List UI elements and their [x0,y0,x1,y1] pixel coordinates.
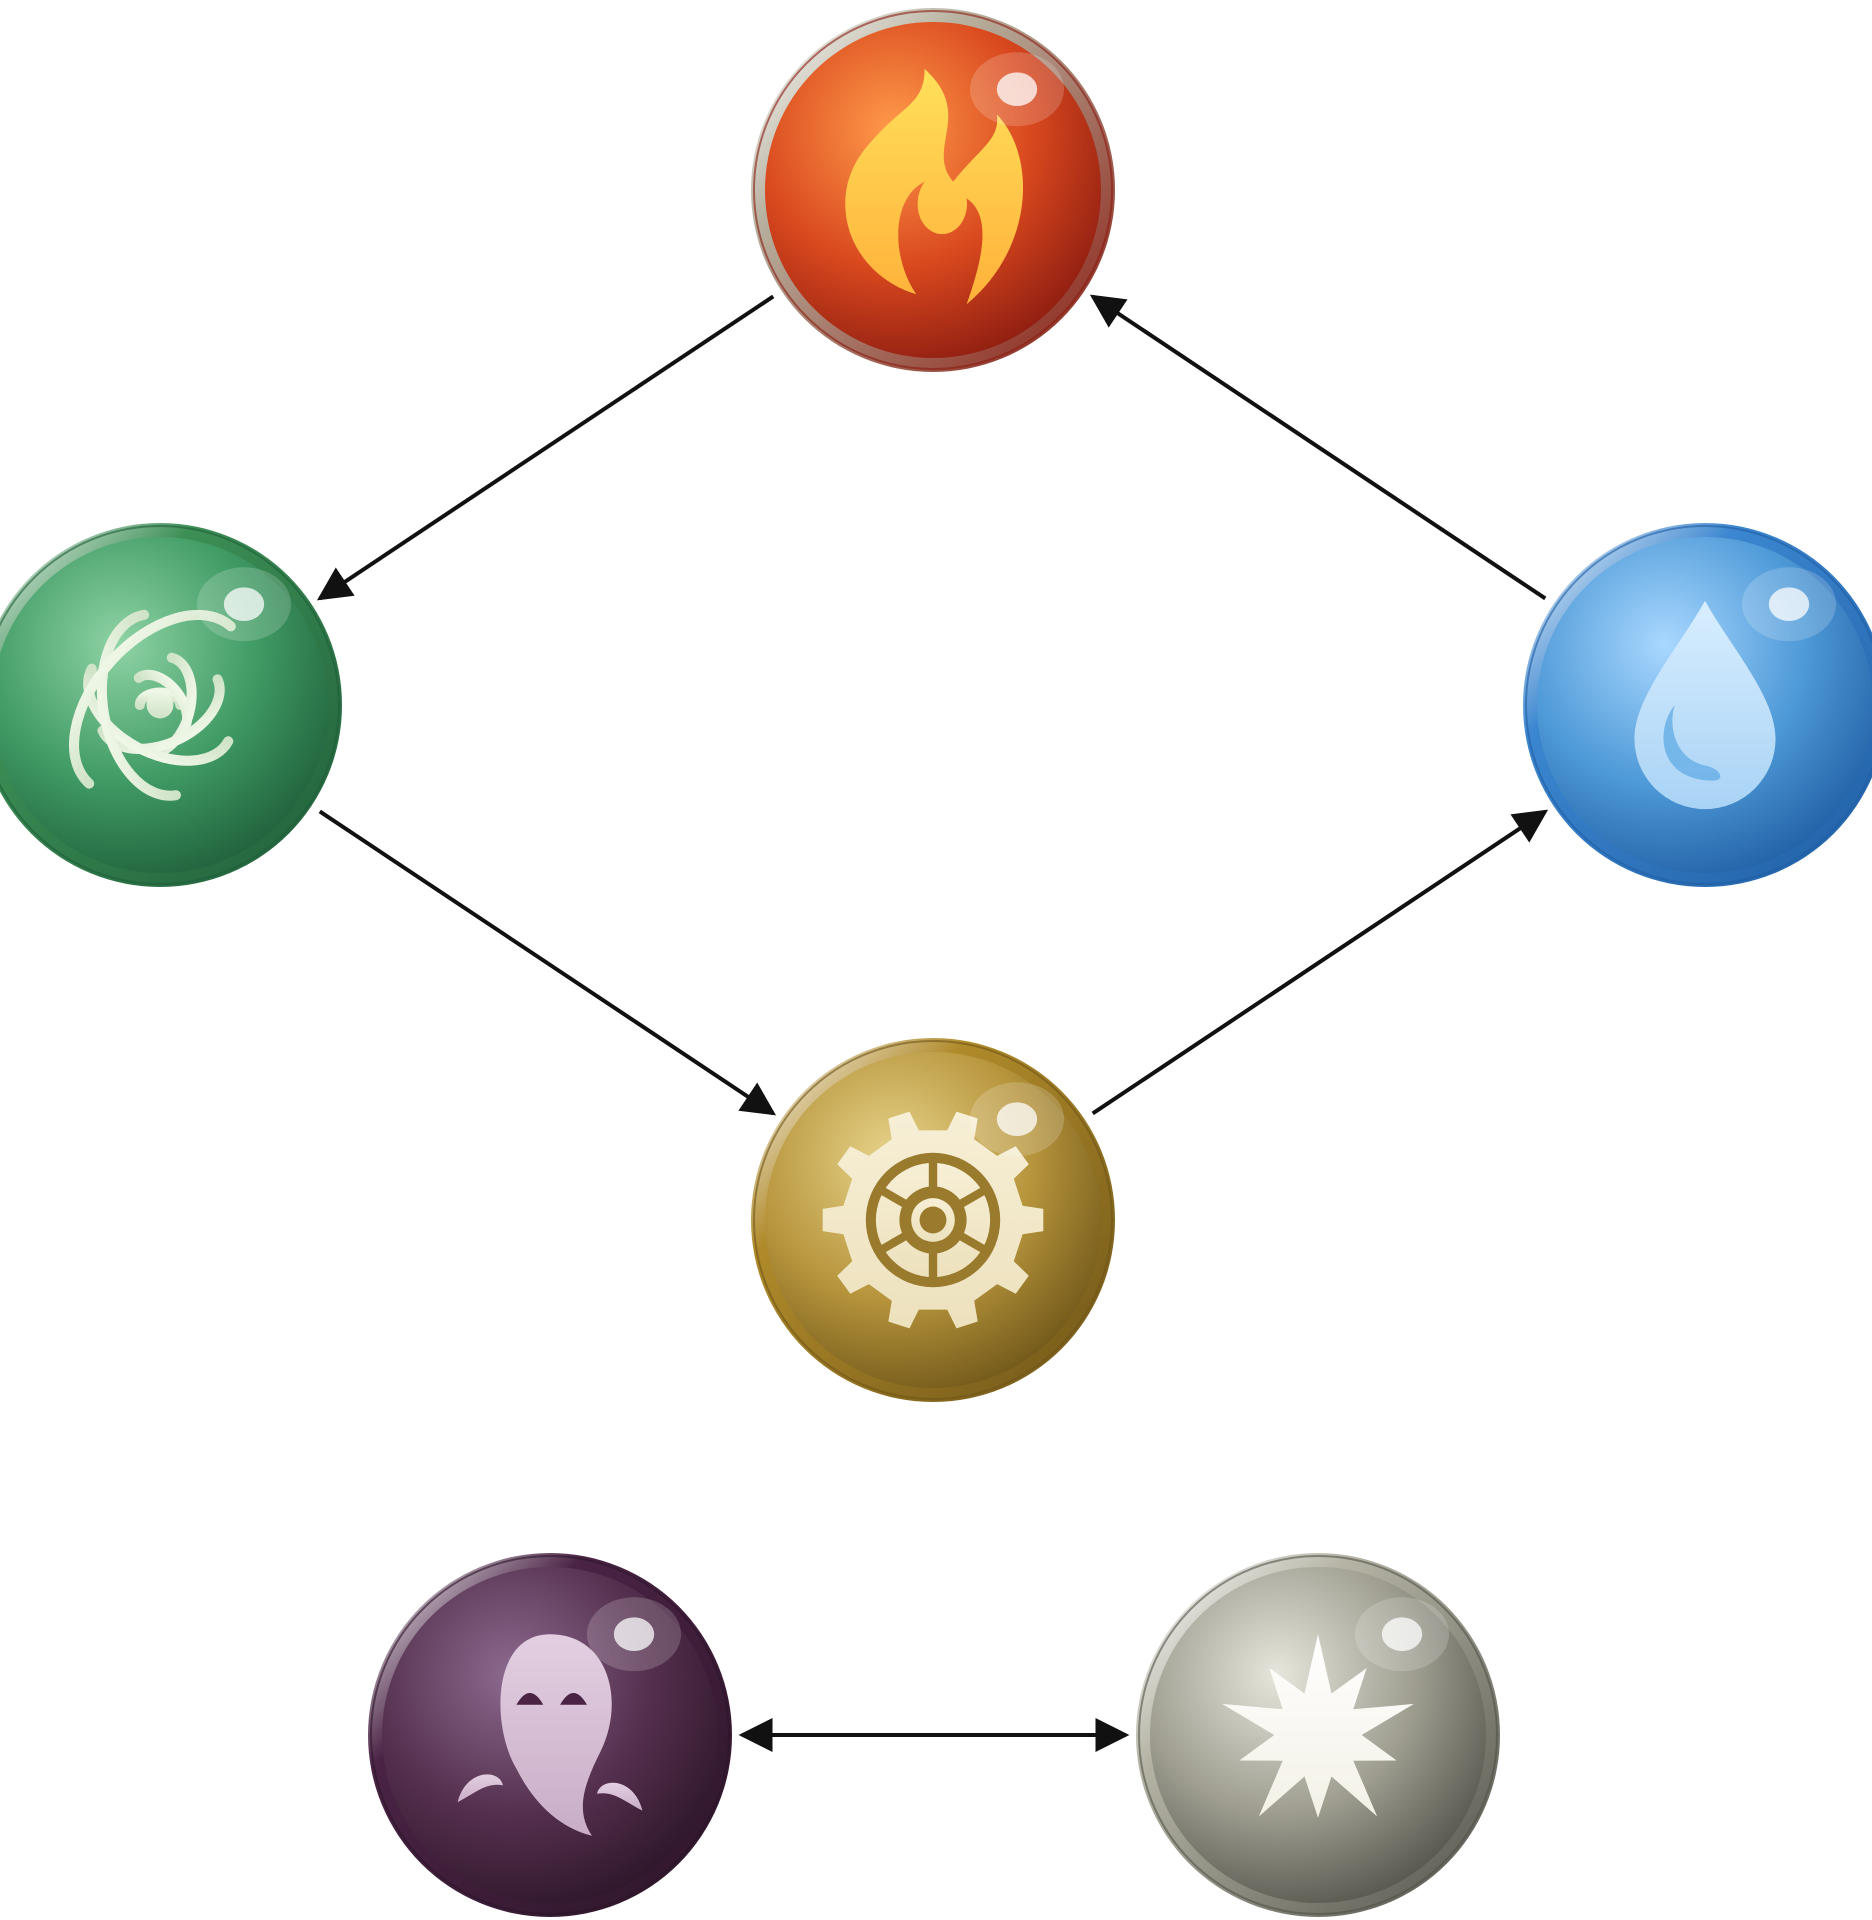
node-light [1136,1553,1500,1917]
water-icon [1634,600,1776,810]
gear-icon [822,1111,1044,1329]
node-wind-highlight [223,587,265,621]
node-water-glow [1741,567,1837,642]
node-fire-glow [969,52,1065,127]
node-spirit-highlight [613,1617,655,1651]
node-gear-highlight [996,1102,1038,1136]
light-icon [1222,1634,1414,1818]
node-wind [0,523,342,887]
node-water [1523,523,1872,887]
arrow-fire-to-wind [316,294,775,601]
arrow-wind-to-gear [318,809,777,1116]
nodes-layer [0,8,1872,1917]
node-light-highlight [1381,1617,1423,1651]
node-spirit [368,1553,732,1917]
fire-icon [845,69,1024,305]
node-gear-glow [969,1082,1065,1157]
arrows-layer [316,294,1549,1752]
node-gear [751,1038,1115,1402]
node-spirit-glow [586,1597,682,1672]
node-fire-highlight [996,72,1038,106]
wind-icon [69,609,236,801]
spirit-icon [457,1634,643,1836]
node-light-glow [1354,1597,1450,1672]
node-fire [751,8,1115,372]
node-water-highlight [1768,587,1810,621]
arrow-gear-to-water [1091,809,1549,1116]
arrow-water-to-fire [1089,294,1547,601]
node-wind-glow [196,567,292,642]
